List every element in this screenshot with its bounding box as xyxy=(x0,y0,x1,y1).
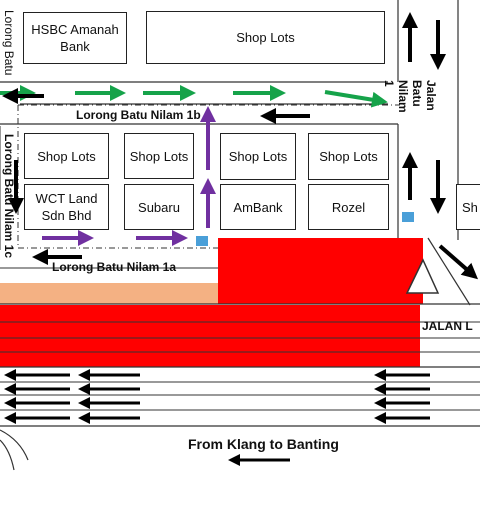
flag-icon xyxy=(402,212,414,222)
flag-icon xyxy=(196,236,208,246)
shop-lots-right-partial: Sh xyxy=(456,184,480,230)
label-lorong-batu-top: Lorong Batu xyxy=(2,10,16,76)
road-curve xyxy=(0,439,15,471)
green-arrow xyxy=(324,90,388,108)
red-zone-upper xyxy=(218,238,423,304)
shop-lots-b: Shop Lots xyxy=(124,133,194,179)
label-lorong-left-vertical: Lorong Batu Nilam 1c xyxy=(2,134,16,259)
shop-lots-top: Shop Lots xyxy=(146,11,385,64)
road-edge xyxy=(427,237,471,306)
triangle-icon xyxy=(405,258,440,294)
ambank: AmBank xyxy=(220,184,296,230)
label-lorong-batu-nilam-1b: Lorong Batu Nilam 1b xyxy=(76,108,201,122)
road-curve xyxy=(0,429,29,461)
label-from-klang-to-banting: From Klang to Banting xyxy=(188,436,339,452)
dashed-road-boundary xyxy=(17,105,218,249)
lane-arrows xyxy=(3,369,430,424)
subaru: Subaru xyxy=(124,184,194,230)
shop-lots-d: Shop Lots xyxy=(308,133,389,180)
label-lorong-batu-nilam-1a: Lorong Batu Nilam 1a xyxy=(52,260,177,274)
red-zone-lower xyxy=(0,305,420,367)
hsbc-amanah-bank: HSBC Amanah Bank xyxy=(23,12,127,64)
shop-lots-c: Shop Lots xyxy=(220,133,296,180)
shop-lots-a: Shop Lots xyxy=(24,133,109,179)
wct-land: WCT Land Sdn Bhd xyxy=(24,184,109,230)
black-arrow xyxy=(438,244,479,280)
label-jalan-batu-nilam-1: Jalan Batu Nilam 1 xyxy=(382,80,438,113)
label-jalan-main: JALAN L xyxy=(422,319,473,333)
rozel: Rozel xyxy=(308,184,389,230)
